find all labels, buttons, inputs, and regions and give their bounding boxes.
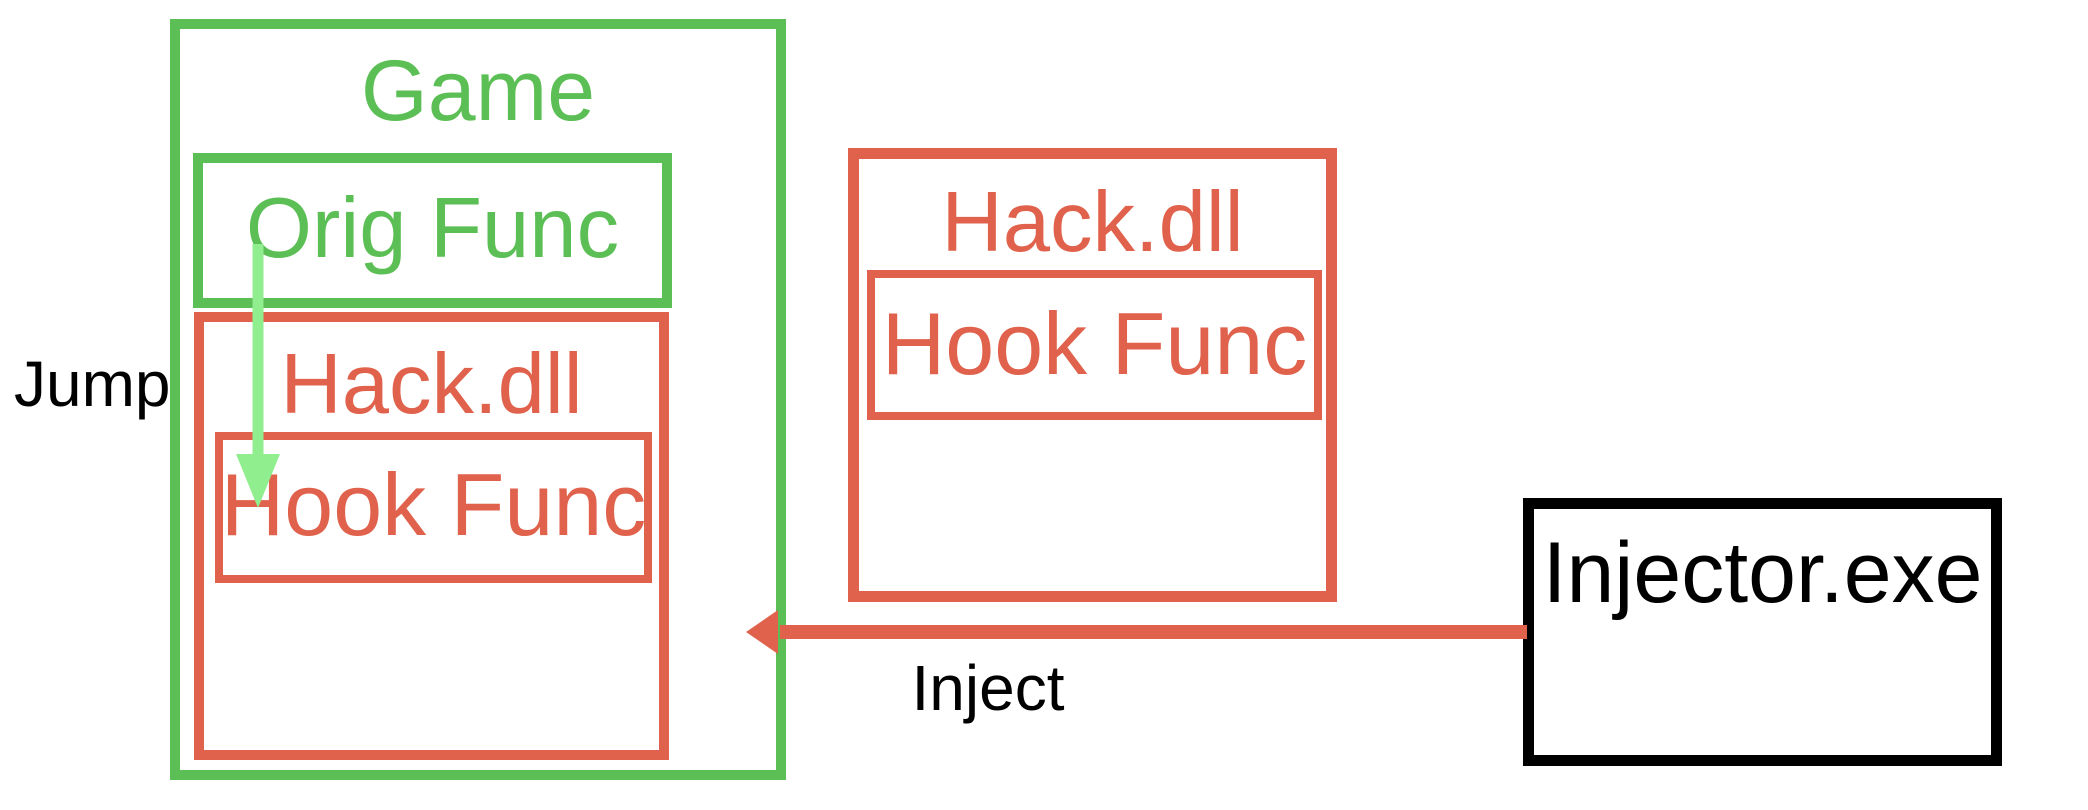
injector-exe-box[interactable] [1523, 498, 2002, 766]
hack-dll-module-box[interactable] [848, 148, 1337, 602]
injected-hack-dll-label: Hack.dll [280, 337, 583, 432]
orig-func-box[interactable] [193, 153, 672, 308]
injected-hook-func-box[interactable] [215, 432, 652, 583]
jump-arrow-icon [236, 244, 280, 508]
hack-dll-module-label: Hack.dll [941, 175, 1244, 270]
injected-hack-dll-box[interactable] [194, 312, 669, 760]
hack-dll-module-hook-func-box[interactable] [867, 270, 1322, 420]
game-process-box[interactable] [170, 19, 786, 780]
inject-arrow-label: Inject [911, 652, 1065, 724]
orig-func-label: Orig Func [245, 181, 620, 276]
game-process-label: Game [360, 43, 596, 139]
jump-arrow-label: Jump [14, 348, 171, 420]
inject-arrow-icon [746, 610, 1527, 654]
hack-dll-module-hook-func-label: Hook Func [881, 294, 1308, 393]
injected-hook-func-label: Hook Func [220, 455, 647, 554]
injector-exe-label: Injector.exe [1542, 525, 1983, 621]
